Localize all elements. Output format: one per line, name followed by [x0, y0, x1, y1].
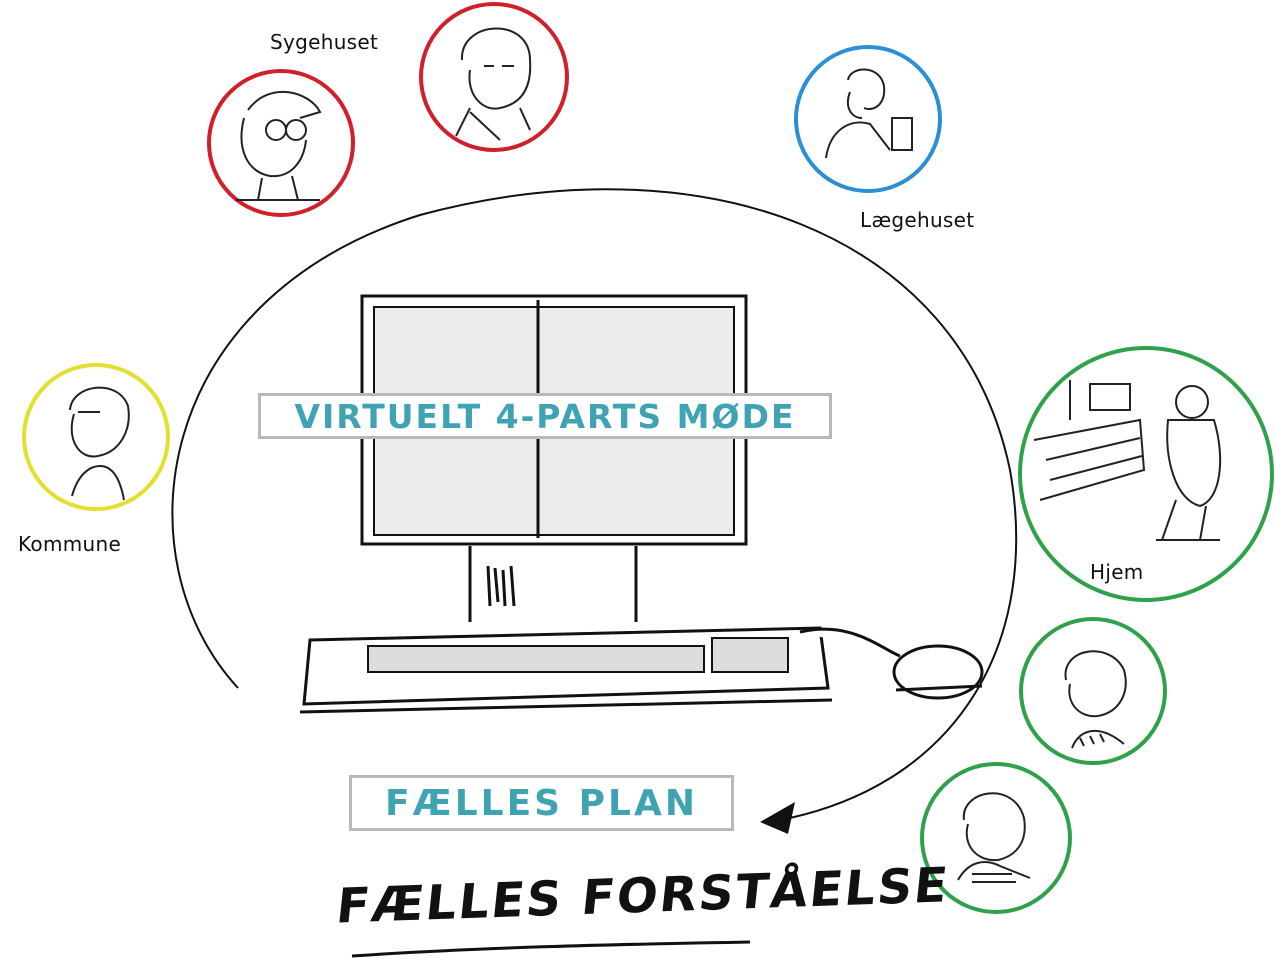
- keyboard-icon: [299, 626, 833, 714]
- gp-doctor-icon: [825, 68, 913, 159]
- home-label: Hjem: [1090, 560, 1144, 584]
- flow-arc: [171, 188, 1018, 819]
- home-circle: [1018, 346, 1274, 602]
- footer-underline: [351, 940, 751, 958]
- gp-label: Lægehuset: [860, 208, 975, 232]
- hospital-nurse-circle: [419, 2, 569, 152]
- mouse-icon: [799, 627, 984, 700]
- nurse-icon: [455, 27, 532, 141]
- monitor-icon: [360, 294, 748, 622]
- meeting-banner: VIRTUELT 4-PARTS MØDE: [258, 393, 832, 439]
- municipality-circle: [22, 363, 170, 511]
- hospital-label: Sygehuset: [270, 30, 379, 54]
- hospital-doctor-circle: [207, 69, 355, 217]
- patient-home-icon: [1033, 380, 1222, 541]
- doctor-icon: [236, 90, 322, 201]
- gp-circle: [794, 45, 942, 193]
- arrow-head-icon: [760, 802, 795, 834]
- relative-circle-1: [1019, 617, 1167, 765]
- caseworker-icon: [69, 386, 130, 501]
- plan-banner: FÆLLES PLAN: [349, 775, 734, 831]
- municipality-label: Kommune: [18, 532, 122, 556]
- relative-circle-2: [920, 762, 1072, 914]
- relative-icon: [957, 792, 1031, 883]
- relative-icon: [1064, 650, 1127, 749]
